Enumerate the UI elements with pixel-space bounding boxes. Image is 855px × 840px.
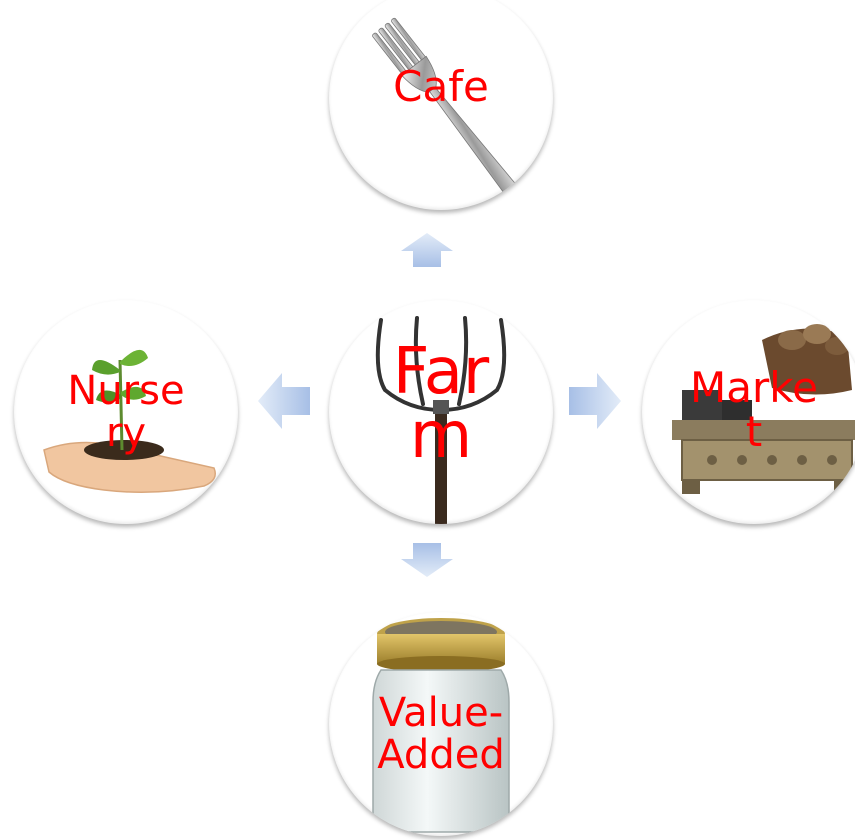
- node-label-cafe: Cafe: [393, 62, 489, 111]
- node-cafe: Cafe: [329, 0, 553, 210]
- arrow-down-icon: [401, 543, 453, 577]
- arrow-up-icon: [401, 233, 453, 267]
- node-label-market: Marke t: [690, 363, 818, 457]
- node-farm: Far m: [329, 300, 553, 524]
- seedling-in-hand-icon: [43, 349, 216, 493]
- pitchfork-icon: [375, 316, 507, 524]
- node-label-value-added: Value- Added: [377, 690, 505, 778]
- node-nursery: Nurse ry: [14, 300, 238, 524]
- node-value-added: Value- Added: [329, 612, 553, 836]
- node-label-nursery: Nurse ry: [67, 368, 185, 456]
- mason-jar-icon: [372, 618, 510, 833]
- arrow-left-icon: [258, 373, 310, 429]
- arrow-right-icon: [569, 373, 621, 429]
- fork-icon: [372, 17, 519, 198]
- market-scale-icon: [672, 324, 855, 494]
- node-label-farm: Far m: [392, 335, 490, 473]
- node-market: Marke t: [642, 300, 855, 524]
